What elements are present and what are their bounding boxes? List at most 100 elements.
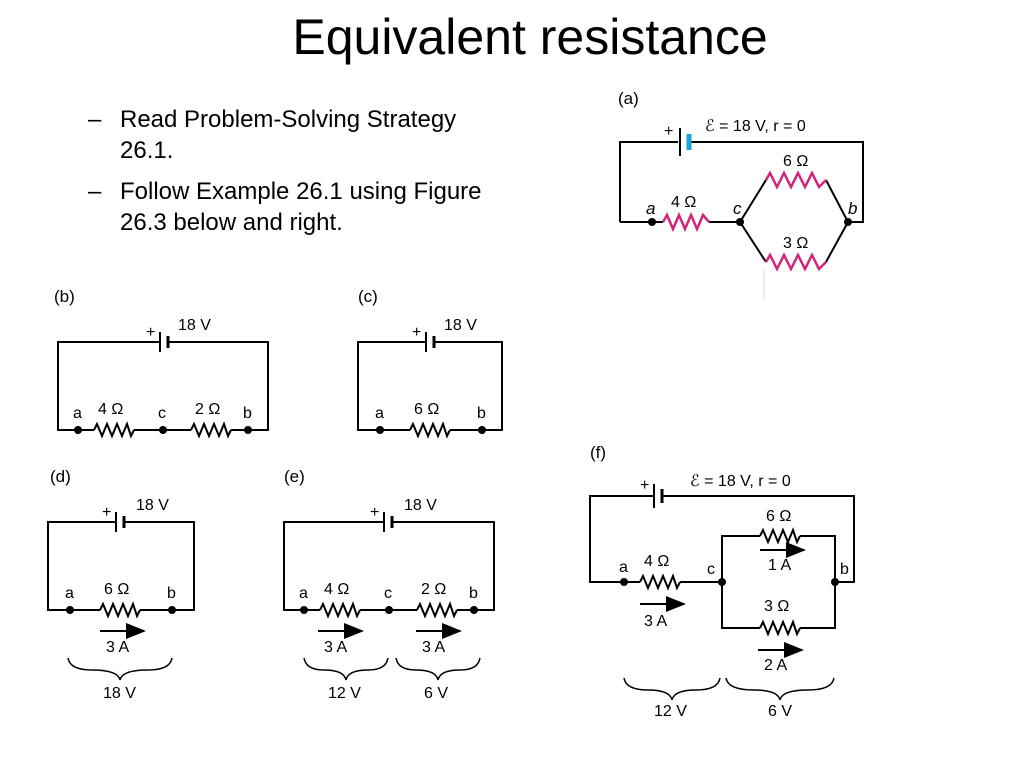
wire bbox=[662, 495, 855, 583]
node-dot bbox=[66, 606, 74, 614]
node-label-c: c bbox=[384, 585, 392, 602]
emf-label: ℰ = 18 V, r = 0 bbox=[705, 118, 806, 135]
resistor-4-ohm bbox=[661, 211, 710, 233]
wire bbox=[619, 141, 678, 222]
bullet-item: – Follow Example 26.1 using Figure 26.3 … bbox=[88, 176, 508, 238]
brace bbox=[725, 677, 835, 701]
panel-a-label: (a) bbox=[618, 89, 639, 108]
wire bbox=[690, 141, 864, 223]
node-dot bbox=[844, 218, 852, 226]
resistor-label: 2 Ω bbox=[421, 581, 446, 598]
panel-e: (e) + 18 V 4 Ω 2 Ω a c b 3 A 3 A 12 V 6 … bbox=[283, 467, 495, 702]
battery-plus: + bbox=[412, 324, 421, 341]
battery-plus: + bbox=[102, 504, 111, 521]
resistor-2-ohm bbox=[190, 421, 232, 439]
wire bbox=[721, 535, 760, 629]
panel-d: (d) + 18 V 6 Ω a b 3 A 18 V bbox=[47, 467, 195, 702]
brace bbox=[395, 657, 481, 681]
resistor-label: 6 Ω bbox=[104, 581, 129, 598]
node-label-a: a bbox=[73, 405, 82, 422]
wire bbox=[47, 521, 116, 611]
node-label-b: b bbox=[167, 585, 176, 602]
node-label-a: a bbox=[65, 585, 74, 602]
voltage-label: 6 V bbox=[424, 685, 448, 702]
resistor-6-ohm bbox=[764, 170, 827, 190]
panel-e-label: (e) bbox=[284, 467, 305, 486]
wire bbox=[739, 179, 767, 223]
battery-plus: + bbox=[370, 504, 379, 521]
bullet-list: – Read Problem-Solving Strategy 26.1. – … bbox=[88, 104, 508, 248]
panel-f: (f) + ℰ = 18 V, r = 0 4 Ω 6 Ω 3 Ω a c b … bbox=[589, 443, 855, 720]
wire bbox=[800, 535, 836, 629]
current-label: 3 A bbox=[644, 613, 667, 630]
bullet-dash: – bbox=[88, 178, 102, 205]
voltage-label: 12 V bbox=[328, 685, 361, 702]
battery-plus: + bbox=[146, 324, 155, 341]
bullet-item: – Read Problem-Solving Strategy 26.1. bbox=[88, 104, 508, 166]
resistor-label: 6 Ω bbox=[414, 401, 439, 418]
node-label-b: b bbox=[840, 561, 849, 578]
current-label: 2 A bbox=[764, 657, 787, 674]
brace bbox=[623, 677, 721, 701]
emf-label: ℰ = 18 V, r = 0 bbox=[690, 473, 791, 490]
node-dot bbox=[74, 426, 82, 434]
resistor-4-ohm bbox=[319, 601, 361, 619]
node-dot bbox=[385, 606, 393, 614]
resistor-label: 3 Ω bbox=[764, 598, 789, 615]
node-dot bbox=[648, 218, 656, 226]
emf-label: 18 V bbox=[136, 497, 169, 514]
wire bbox=[825, 179, 849, 223]
node-dot bbox=[736, 218, 744, 226]
node-label-a: a bbox=[299, 585, 308, 602]
node-label-c: c bbox=[707, 561, 715, 578]
resistor-label: 6 Ω bbox=[766, 508, 791, 525]
resistor-4-ohm bbox=[639, 573, 681, 591]
wire bbox=[124, 521, 195, 611]
resistor-6-ohm bbox=[759, 527, 801, 545]
resistor-label: 4 Ω bbox=[324, 581, 349, 598]
node-dot bbox=[244, 426, 252, 434]
resistor-label: 3 Ω bbox=[783, 235, 808, 252]
emf-label: 18 V bbox=[444, 317, 477, 334]
resistor-6-ohm bbox=[409, 421, 451, 439]
node-dot bbox=[718, 578, 726, 586]
node-label-b: b bbox=[477, 405, 486, 422]
current-label: 3 A bbox=[422, 639, 445, 656]
current-label: 3 A bbox=[106, 639, 129, 656]
panel-a: (a) + ℰ = 18 V, r = 0 4 Ω 6 Ω 3 Ω a c b bbox=[618, 89, 864, 300]
resistor-6-ohm bbox=[99, 601, 141, 619]
node-dot bbox=[300, 606, 308, 614]
current-label: 1 A bbox=[768, 557, 791, 574]
resistor-3-ohm bbox=[759, 619, 801, 637]
slide-title: Equivalent resistance bbox=[292, 9, 768, 65]
battery-plus: + bbox=[664, 123, 673, 140]
battery-plus: + bbox=[640, 477, 649, 494]
node-dot bbox=[831, 578, 839, 586]
current-label: 3 A bbox=[324, 639, 347, 656]
wire bbox=[739, 221, 767, 263]
bullet-dash: – bbox=[88, 106, 102, 133]
voltage-label: 18 V bbox=[103, 685, 136, 702]
wire bbox=[589, 495, 654, 583]
panel-c-label: (c) bbox=[358, 287, 378, 306]
node-label-a: a bbox=[646, 199, 655, 218]
resistor-label: 2 Ω bbox=[195, 401, 220, 418]
panel-b-label: (b) bbox=[54, 287, 75, 306]
panel-d-label: (d) bbox=[50, 467, 71, 486]
node-dot bbox=[159, 426, 167, 434]
resistor-label: 4 Ω bbox=[671, 194, 696, 211]
node-label-a: a bbox=[375, 405, 384, 422]
wire bbox=[357, 341, 426, 431]
wire bbox=[825, 221, 849, 263]
node-label-b: b bbox=[243, 405, 252, 422]
panel-f-label: (f) bbox=[590, 443, 606, 462]
node-label-b: b bbox=[469, 585, 478, 602]
node-dot bbox=[478, 426, 486, 434]
wire bbox=[434, 341, 503, 431]
node-dot bbox=[376, 426, 384, 434]
resistor-3-ohm bbox=[764, 252, 827, 272]
voltage-label: 12 V bbox=[654, 703, 687, 720]
emf-label: 18 V bbox=[404, 497, 437, 514]
resistor-4-ohm bbox=[93, 421, 135, 439]
